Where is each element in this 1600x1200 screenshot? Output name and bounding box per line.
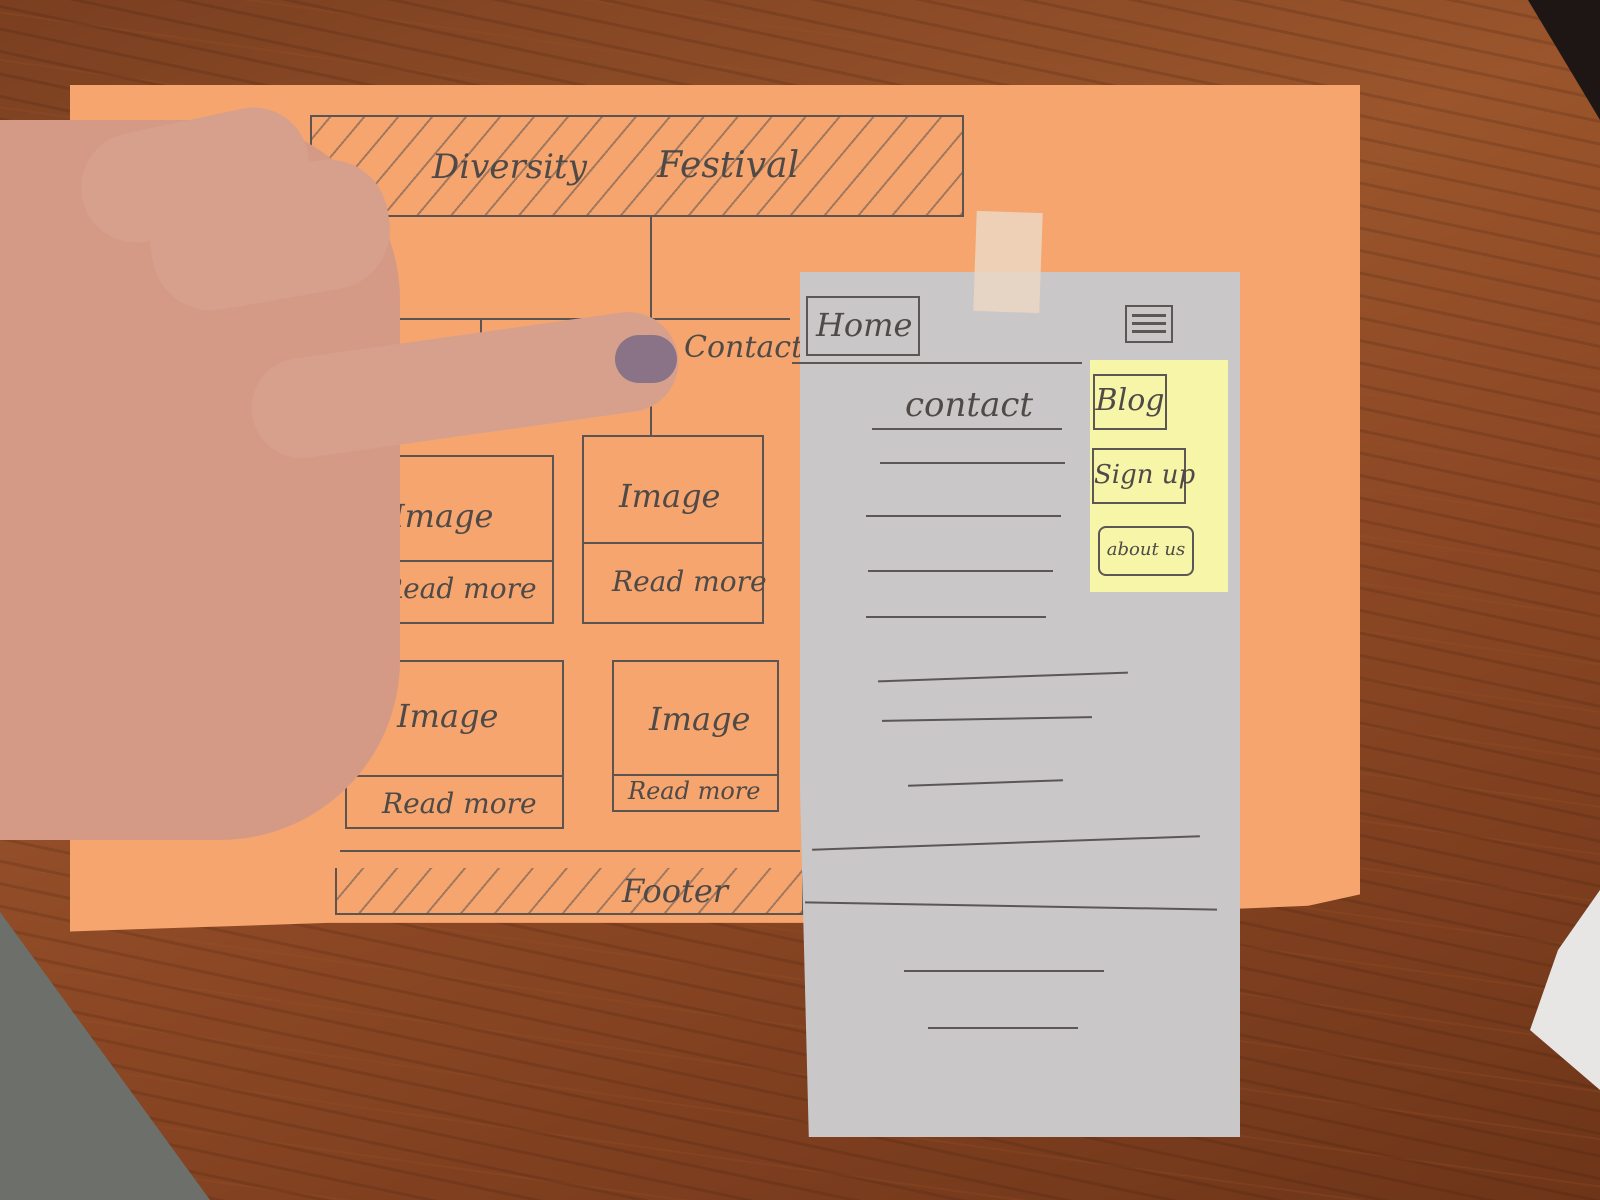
home-label: Home	[816, 306, 913, 344]
menu-item-about-us: about us	[1098, 526, 1194, 576]
text-line	[872, 428, 1062, 430]
card-image-label: Image	[649, 700, 751, 738]
card-image-label: Image	[392, 497, 494, 535]
card-divider	[347, 775, 562, 777]
nav-top-line	[340, 318, 790, 320]
menu-item-signup: Sign up	[1092, 448, 1195, 504]
text-line	[868, 570, 1053, 572]
card-divider	[584, 542, 762, 544]
card-divider	[614, 774, 777, 776]
fingernail	[615, 335, 677, 383]
footer-top-line	[340, 850, 800, 852]
card-divider	[352, 560, 552, 562]
text-line	[880, 462, 1065, 464]
read-more-link: Read more	[612, 565, 767, 598]
text-line	[928, 1027, 1078, 1029]
read-more-link: Read more	[382, 572, 537, 605]
hamburger-bar	[1132, 314, 1166, 317]
sticky-note-menu	[1090, 360, 1228, 592]
card-image-label: Image	[619, 477, 721, 515]
header-banner: Diversity Festival	[310, 115, 964, 217]
read-more-link: Read more	[382, 787, 537, 820]
footer-banner: Footer	[335, 868, 804, 915]
nav-contact: Contact	[684, 330, 804, 365]
menu-item-blog: Blog	[1093, 374, 1167, 430]
footer-label: Footer	[622, 872, 729, 910]
home-button: Home	[806, 296, 920, 356]
hamburger-bar	[1132, 330, 1166, 333]
text-line	[866, 616, 1046, 618]
text-line	[904, 970, 1104, 972]
text-line	[866, 515, 1061, 517]
card-3: Image Read more	[345, 660, 564, 829]
read-more-link: Read more	[628, 777, 761, 805]
card-image-label: Image	[397, 697, 499, 735]
header-title-word2: Festival	[657, 145, 800, 186]
masking-tape	[973, 210, 1043, 314]
hamburger-icon	[1125, 305, 1173, 343]
header-title-word1: Diversity	[432, 147, 587, 187]
card-4: Image Read more	[612, 660, 779, 812]
hamburger-bar	[1132, 322, 1166, 325]
contact-title: contact	[905, 385, 1034, 425]
mobile-header-line	[792, 362, 1082, 364]
card-2: Image Read more	[582, 435, 767, 624]
